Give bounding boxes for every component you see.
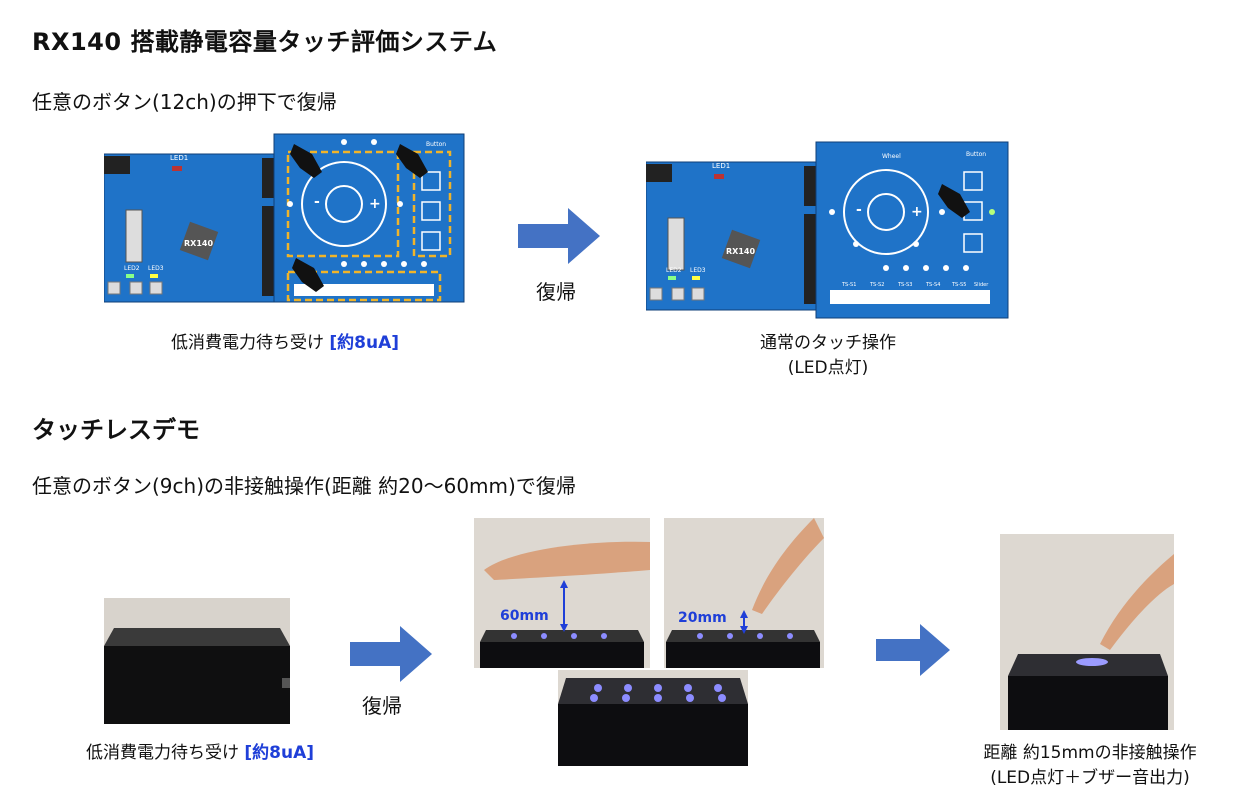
- wheel-plus: +: [369, 196, 381, 212]
- section2-right-caption: 距離 約15mmの非接触操作 (LED点灯＋ブザー音出力): [940, 738, 1240, 788]
- chip-label-2: RX140: [726, 247, 755, 256]
- led-buzzer-caption: (LED点灯＋ブザー音出力): [990, 768, 1190, 788]
- led2-label: LED2: [124, 265, 140, 272]
- board-standby-image: LED1 RX140 LED2 LED3 Button - +: [103, 132, 466, 304]
- arrow-right-icon-2: [350, 626, 432, 682]
- led3-label-2: LED3: [690, 267, 706, 274]
- slider-s2: TS-S2: [869, 282, 884, 288]
- slider-s1: TS-S1: [841, 282, 856, 288]
- standby-current: [約8uA]: [329, 333, 400, 353]
- section2-heading: タッチレスデモ: [32, 416, 200, 444]
- finger-20mm-photo: 20mm: [664, 518, 824, 668]
- section1-arrow-label: 復帰: [536, 280, 576, 304]
- page-title: RX140 搭載静電容量タッチ評価システム: [32, 28, 498, 56]
- led-on-caption: (LED点灯): [787, 358, 869, 378]
- standby-current-2: [約8uA]: [244, 743, 315, 763]
- standby-box-photo: [104, 598, 290, 724]
- slider-s4: TS-S4: [925, 282, 940, 288]
- board-active-svg: LED1 RX140 LED2 LED3 Wheel Button - + TS…: [645, 141, 1009, 319]
- hand-60mm-photo: 60mm: [474, 518, 650, 668]
- finger-15mm-photo: [1000, 534, 1174, 730]
- section1-right-caption: 通常のタッチ操作 (LED点灯): [646, 328, 1010, 378]
- arrow-right-icon: [518, 208, 600, 264]
- distance-20mm-label: 20mm: [678, 610, 727, 626]
- section2-left-caption: 低消費電力待ち受け [約8uA]: [50, 738, 350, 763]
- board-standby-svg: LED1 RX140 LED2 LED3 Button - +: [103, 133, 465, 303]
- wheel-minus-2: -: [856, 202, 862, 218]
- lit-box-photo: [558, 670, 748, 766]
- standby-caption-text: 低消費電力待ち受け: [170, 333, 330, 353]
- led2-label-2: LED2: [666, 267, 682, 274]
- section2-arrow-label: 復帰: [362, 694, 402, 718]
- section2-subtitle: 任意のボタン(9ch)の非接触操作(距離 約20～60mm)で復帰: [32, 474, 576, 498]
- touchless-caption: 距離 約15mmの非接触操作: [983, 743, 1197, 763]
- slider-s3: TS-S3: [897, 282, 912, 288]
- led1-label-2: LED1: [712, 162, 730, 170]
- button-label: Button: [426, 141, 446, 148]
- slider-label: Slider: [974, 282, 989, 288]
- wheel-plus-2: +: [911, 204, 923, 220]
- standby-caption-text-2: 低消費電力待ち受け: [85, 743, 245, 763]
- wheel-label: Wheel: [882, 153, 901, 160]
- normal-touch-caption: 通常のタッチ操作: [760, 333, 896, 353]
- led3-label: LED3: [148, 265, 164, 272]
- slider-s5: TS-S5: [951, 282, 966, 288]
- arrow-right-icon-3: [876, 624, 950, 676]
- wheel-minus: -: [314, 194, 320, 210]
- section1-subtitle: 任意のボタン(12ch)の押下で復帰: [32, 90, 337, 114]
- distance-60mm-label: 60mm: [500, 608, 549, 624]
- section1-left-caption: 低消費電力待ち受け [約8uA]: [104, 328, 466, 353]
- chip-label: RX140: [184, 239, 213, 248]
- board-active-image: LED1 RX140 LED2 LED3 Wheel Button - + TS…: [645, 140, 1010, 320]
- led1-label: LED1: [170, 154, 188, 162]
- button-label-2: Button: [966, 151, 986, 158]
